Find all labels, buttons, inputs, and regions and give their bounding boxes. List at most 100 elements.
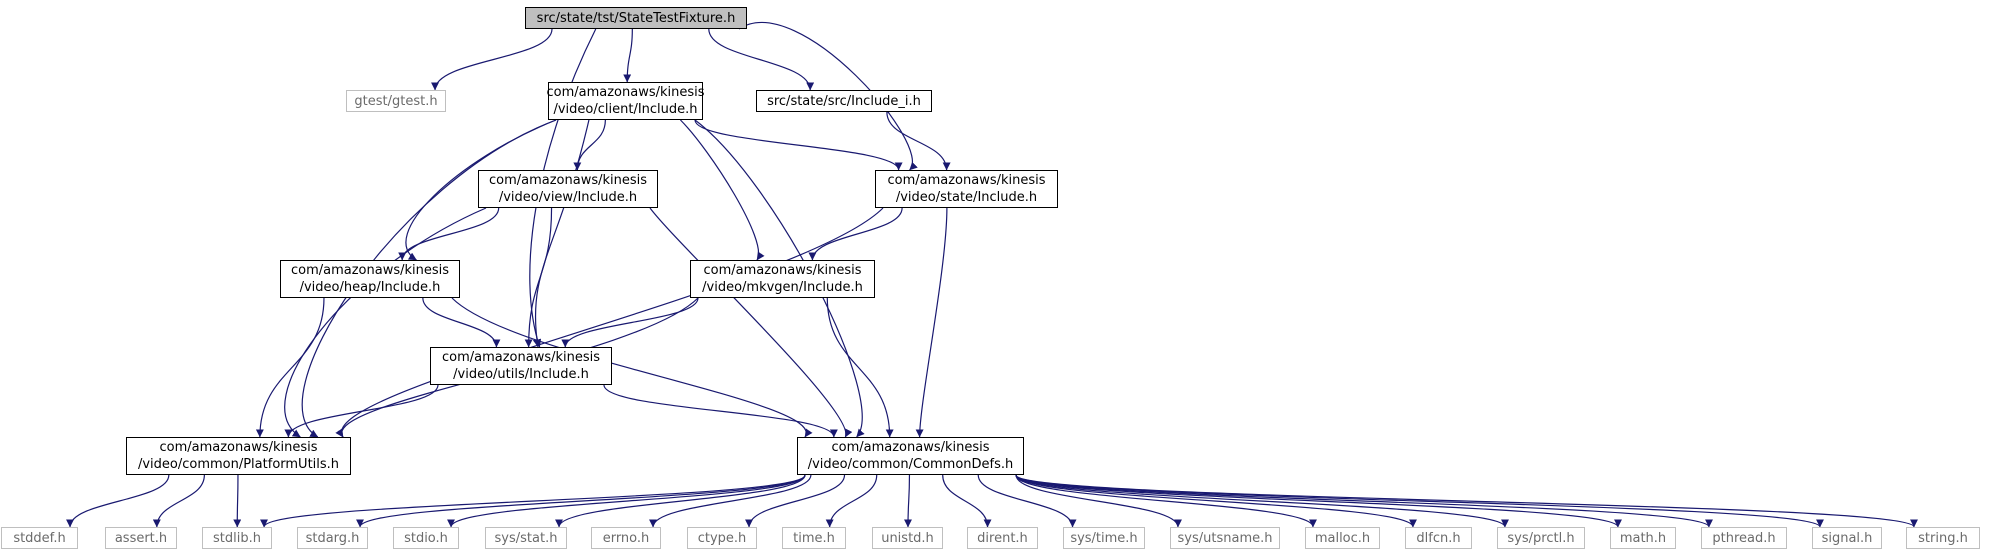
edge-common-to-sysutsname [1015, 474, 1182, 528]
edge-utils-to-platform [284, 384, 439, 438]
node-include_i[interactable]: src/state/src/Include_i.h [756, 90, 932, 112]
edge-common-to-stdio [447, 474, 806, 528]
edge-common-to-dlfcn [1015, 474, 1417, 528]
node-root: src/state/tst/StateTestFixture.h [525, 7, 747, 29]
node-dirent: dirent.h [967, 527, 1038, 549]
node-assert: assert.h [105, 527, 177, 549]
node-label-line: stdarg.h [305, 530, 360, 546]
edge-common-to-errno [649, 474, 812, 528]
edge-view-to-platform [284, 207, 487, 438]
node-common[interactable]: com/amazonaws/kinesis/video/common/Commo… [797, 437, 1024, 475]
node-label-line: stddef.h [13, 530, 66, 546]
edge-state-to-mkvgen [808, 207, 903, 261]
edge-heap-to-platform [255, 297, 325, 438]
edge-client-to-utils [532, 119, 590, 348]
edge-root-to-gtest [431, 28, 553, 91]
node-label-line: /video/utils/Include.h [453, 367, 589, 382]
node-label-line: /video/heap/Include.h [299, 280, 441, 295]
node-dlfcn: dlfcn.h [1405, 527, 1472, 549]
node-string: string.h [1906, 527, 1980, 549]
node-utils[interactable]: com/amazonaws/kinesis/video/utils/Includ… [430, 347, 612, 385]
node-view[interactable]: com/amazonaws/kinesis/video/view/Include… [478, 170, 658, 208]
node-label-line: com/amazonaws/kinesis [831, 440, 990, 455]
node-malloc: malloc.h [1305, 527, 1380, 549]
node-sysutsname: sys/utsname.h [1170, 527, 1280, 549]
node-sysstat: sys/stat.h [485, 527, 567, 549]
node-label-line: gtest/gtest.h [354, 93, 438, 109]
node-label-line: stdlib.h [213, 530, 261, 546]
node-label-line: sys/time.h [1070, 530, 1138, 546]
edge-common-to-sysprctl [1015, 474, 1509, 528]
edge-view-to-common [649, 207, 853, 438]
node-label-line: com/amazonaws/kinesis [290, 263, 450, 278]
node-label-line: math.h [1619, 530, 1667, 546]
node-label-line: sys/prctl.h [1507, 530, 1575, 546]
node-mkvgen[interactable]: com/amazonaws/kinesis/video/mkvgen/Inclu… [690, 260, 875, 298]
edge-platform-to-stdlib [233, 474, 242, 528]
edge-common-to-dirent [942, 474, 992, 528]
node-label-line: com/amazonaws/kinesis [546, 85, 705, 100]
node-label-line: string.h [1918, 530, 1968, 546]
node-stddef: stddef.h [1, 527, 78, 549]
edge-view-to-utils [524, 207, 553, 348]
node-label-line: com/amazonaws/kinesis [159, 440, 318, 455]
node-systime: sys/time.h [1063, 527, 1145, 549]
node-heap[interactable]: com/amazonaws/kinesis/video/heap/Include… [280, 260, 460, 298]
node-label-line: dlfcn.h [1416, 530, 1461, 546]
node-label-line: ctype.h [697, 530, 747, 546]
edge-platform-to-stddef [66, 474, 170, 528]
node-label-line: /video/mkvgen/Include.h [702, 280, 863, 295]
node-label-line: pthread.h [1712, 530, 1776, 546]
node-gtest: gtest/gtest.h [346, 90, 446, 112]
node-label-line: stdio.h [404, 530, 448, 546]
node-label-line: unistd.h [881, 530, 934, 546]
edge-mkvgen-to-utils [561, 297, 699, 348]
edge-root-to-client [623, 28, 633, 83]
node-stdarg: stdarg.h [297, 527, 368, 549]
node-platform[interactable]: com/amazonaws/kinesis/video/common/Platf… [126, 437, 351, 475]
edge-common-to-unistd [903, 474, 912, 528]
node-state[interactable]: com/amazonaws/kinesis/video/state/Includ… [875, 170, 1058, 208]
edge-utils-to-common [603, 384, 838, 438]
node-label-line: time.h [793, 530, 835, 546]
node-label-line: malloc.h [1314, 530, 1371, 546]
node-ctype: ctype.h [687, 527, 757, 549]
edge-common-to-pthread [1015, 474, 1713, 528]
edge-heap-to-utils [422, 297, 501, 348]
edge-root-to-state [738, 21, 918, 171]
node-label-line: signal.h [1821, 530, 1873, 546]
node-label-line: assert.h [114, 530, 168, 546]
node-label-line: errno.h [602, 530, 650, 546]
node-label-line: com/amazonaws/kinesis [887, 173, 1046, 188]
node-errno: errno.h [591, 527, 661, 549]
edge-client-to-view [573, 119, 606, 171]
node-label-line: dirent.h [977, 530, 1028, 546]
node-signal: signal.h [1812, 527, 1882, 549]
node-time: time.h [782, 527, 846, 549]
edge-mkvgen-to-common [826, 297, 894, 438]
node-stdio: stdio.h [393, 527, 459, 549]
edge-include_i-to-state [886, 111, 951, 171]
edge-platform-to-assert [152, 474, 205, 528]
edge-common-to-malloc [1015, 474, 1317, 528]
node-label-line: sys/utsname.h [1177, 530, 1273, 546]
node-label-line: sys/stat.h [494, 530, 558, 546]
node-stdlib: stdlib.h [202, 527, 272, 549]
node-label-line: /video/client/Include.h [553, 102, 698, 117]
node-pthread: pthread.h [1701, 527, 1787, 549]
edge-common-to-systime [977, 474, 1077, 528]
node-label-line: /video/view/Include.h [498, 190, 638, 205]
node-label-line: com/amazonaws/kinesis [488, 173, 648, 188]
node-math: math.h [1610, 527, 1676, 549]
node-unistd: unistd.h [872, 527, 943, 549]
node-label-line: src/state/tst/StateTestFixture.h [536, 10, 736, 26]
edge-common-to-ctype [745, 474, 846, 528]
edge-common-to-stdlib [260, 474, 806, 528]
node-label-line: com/amazonaws/kinesis [441, 350, 601, 365]
node-label-line: /video/common/PlatformUtils.h [137, 457, 340, 472]
edge-client-to-mkvgen [680, 119, 765, 261]
node-label-line: /video/state/Include.h [895, 190, 1038, 205]
node-client[interactable]: com/amazonaws/kinesis/video/client/Inclu… [546, 82, 705, 120]
edge-client-to-state [694, 119, 903, 171]
